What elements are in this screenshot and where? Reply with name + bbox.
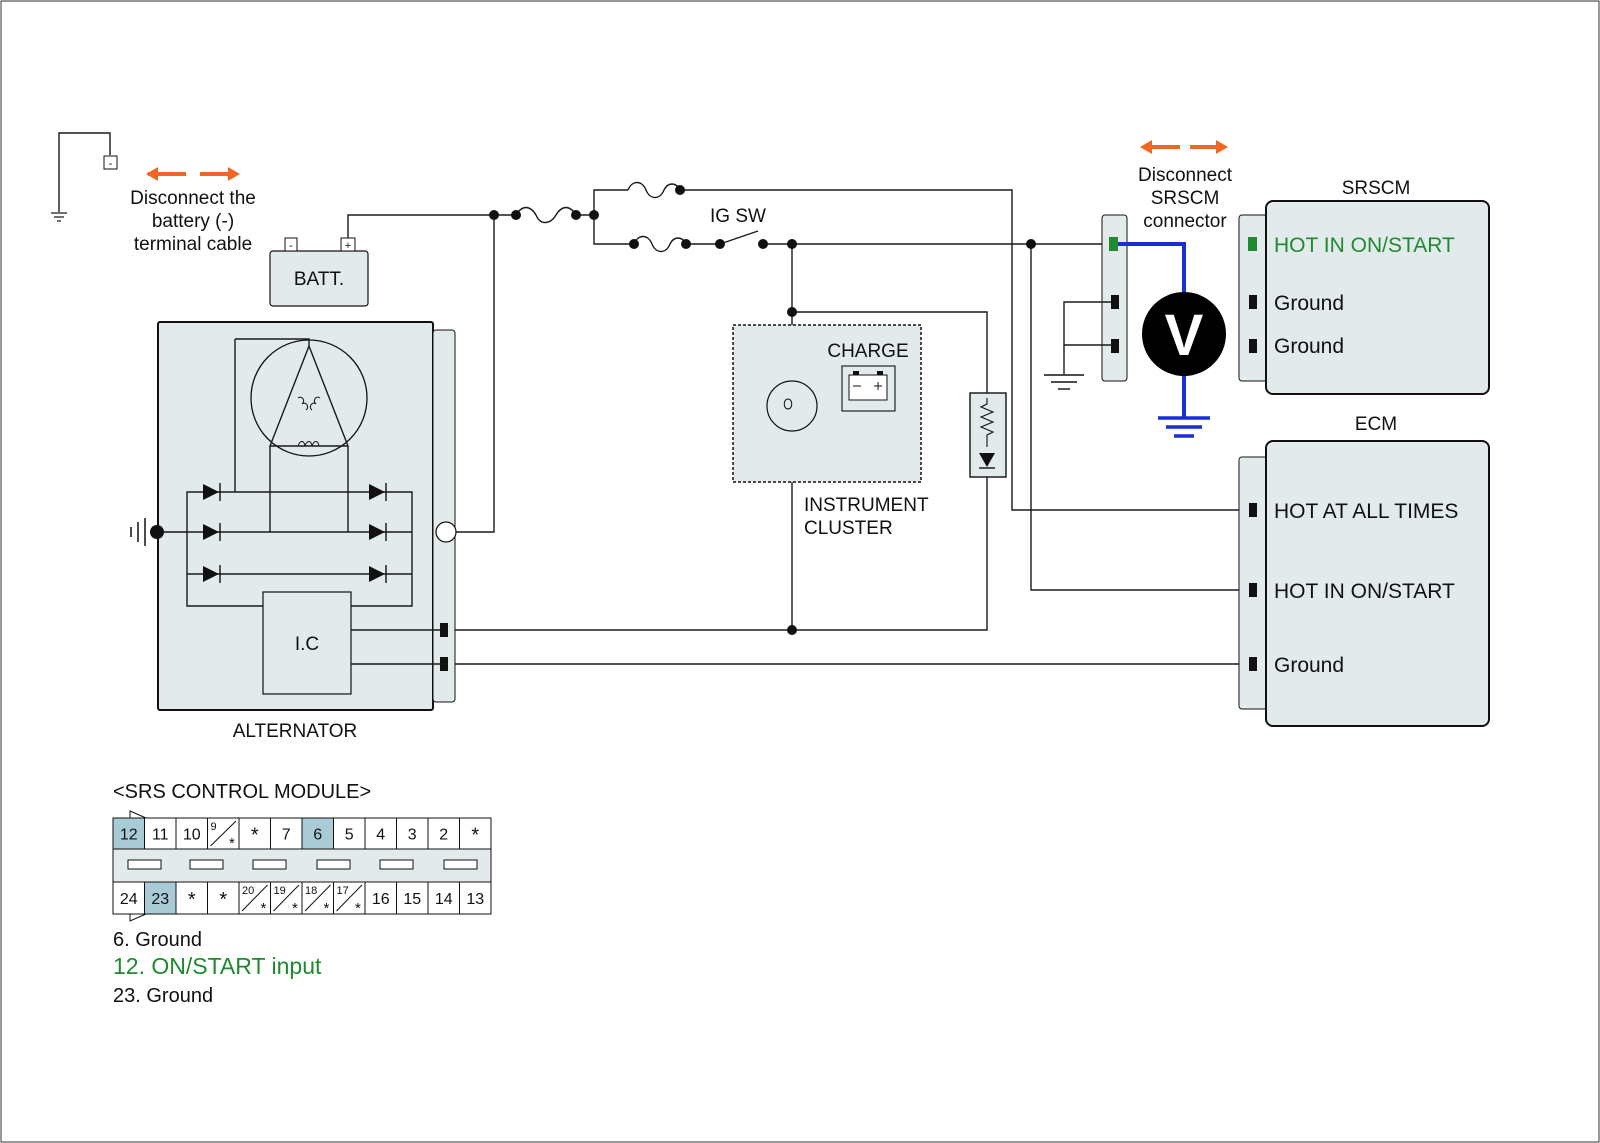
charge-label: CHARGE xyxy=(827,341,908,362)
connector-pin-star: * xyxy=(261,900,267,917)
connector-pin-cell xyxy=(175,881,208,915)
connector-pin-label: 6 xyxy=(313,827,322,844)
battery-ground-terminal: - xyxy=(51,132,118,222)
connector-pin-cell xyxy=(427,881,460,915)
connector-pin-label: 16 xyxy=(372,891,390,908)
alternator-label: ALTERNATOR xyxy=(233,721,358,742)
ecm-module xyxy=(1238,440,1490,727)
connector-pin-cell xyxy=(270,817,303,850)
srscm-module xyxy=(1238,200,1490,395)
connector-pin-slash xyxy=(241,884,268,912)
battery-label: BATT. xyxy=(294,269,344,290)
legend-item: 12. ON/START input xyxy=(113,953,322,979)
instrument-cluster-label-line-1: INSTRUMENT xyxy=(804,495,929,516)
connector-pin-label: 14 xyxy=(435,891,453,908)
connector-pin-cell xyxy=(175,817,208,850)
connector-pin-number: 9 xyxy=(211,821,217,833)
voltmeter-label: V xyxy=(1165,303,1204,368)
ecm-pin-hot-at-all-times: HOT AT ALL TIMES xyxy=(1274,500,1458,523)
connector-pin-star: * xyxy=(229,835,235,852)
ground-terminal-minus-label: - xyxy=(109,158,113,170)
battery-instruction-line-3: terminal cable xyxy=(134,234,252,255)
connector-pin-label: 15 xyxy=(403,891,421,908)
connector-pin-cell xyxy=(144,881,177,915)
srscm-instruction-line-1: Disconnect xyxy=(1138,165,1233,186)
connector-pin-cell xyxy=(364,817,397,850)
connector-pin-cell xyxy=(144,817,177,850)
connector-pin-slash xyxy=(273,884,300,912)
srscm-title: SRSCM xyxy=(1342,178,1411,199)
ecm-pin-ground: Ground xyxy=(1274,654,1344,677)
b-plus-terminal xyxy=(435,521,457,543)
srscm-instruction-line-3: connector xyxy=(1143,211,1227,232)
ecm-title: ECM xyxy=(1355,414,1397,435)
legend-item: 23. Ground xyxy=(113,985,213,1007)
connector-pin-label: 2 xyxy=(439,827,448,844)
ic-label: I.C xyxy=(295,634,319,655)
connector-pin-label: 23 xyxy=(151,891,169,908)
junction-nodes xyxy=(489,185,1036,635)
connector-pin-unused: * xyxy=(471,825,479,847)
connector-pin-number: 18 xyxy=(305,885,317,897)
connector-pin-unused: * xyxy=(188,889,196,911)
instrument-cluster: CHARGE xyxy=(732,324,922,483)
battery-disconnect-arrows xyxy=(146,167,240,181)
connector-face: 12 11 10 9 * * 7 6 5 4 3 2 * 24 23 * * 20 * 19 * 18 * 17 * 16 15 1… xyxy=(112,810,492,922)
resistor-diode xyxy=(969,392,1007,478)
ecm-pin-hot-in-on-start: HOT IN ON/START xyxy=(1274,580,1455,603)
connector-pin-cell xyxy=(459,881,492,915)
connector-pin-unused: * xyxy=(251,825,259,847)
connector-pin-cell xyxy=(112,817,145,850)
connector-pin-cell xyxy=(396,881,429,915)
connector-pin-slash xyxy=(210,820,237,847)
srscm-pin-hot-in-on-start: HOT IN ON/START xyxy=(1274,234,1455,257)
ig-sw-label: IG SW xyxy=(710,206,766,227)
legend-item: 6. Ground xyxy=(113,929,202,951)
connector-pin-slash xyxy=(336,884,363,912)
voltmeter-icon xyxy=(1142,292,1226,376)
connector-pin-star: * xyxy=(355,900,361,917)
connector-pin-unused: * xyxy=(219,889,227,911)
connector-pin-number: 19 xyxy=(274,885,286,897)
connector-pin-cell xyxy=(207,881,240,915)
connector-pin-label: 10 xyxy=(183,827,201,844)
harness-connector xyxy=(1044,214,1128,390)
connector-pin-label: 11 xyxy=(152,827,169,844)
connector-pin-number: 20 xyxy=(242,885,254,897)
instrument-cluster-label-line-2: CLUSTER xyxy=(804,518,893,539)
connector-pin-label: 7 xyxy=(282,827,291,844)
battery-plus-label: + xyxy=(345,240,351,252)
stator-icon xyxy=(250,339,368,457)
connector-pin-label: 24 xyxy=(120,891,138,908)
srscm-disconnect-arrows xyxy=(1140,140,1228,154)
connector-pin-star: * xyxy=(292,900,298,917)
ic-regulator xyxy=(262,591,352,695)
connector-pin-label: 3 xyxy=(408,827,417,844)
connector-pin-label: 5 xyxy=(345,827,354,844)
connector-pin-cell xyxy=(459,817,492,850)
connector-pin-slash xyxy=(304,884,331,912)
battery-minus-label: - xyxy=(289,240,293,252)
battery-instruction-line-1: Disconnect the xyxy=(130,188,256,209)
voltmeter: V xyxy=(1118,242,1226,438)
connector-pin-cell xyxy=(301,817,334,850)
connector-pin-label: 13 xyxy=(466,891,484,908)
connector-pin-star: * xyxy=(324,900,330,917)
srscm-pin-ground-2: Ground xyxy=(1274,335,1344,358)
connector-pin-cell xyxy=(364,881,397,915)
alternator: I.C xyxy=(130,321,457,711)
battery: - + BATT. xyxy=(269,237,369,307)
connector-pin-label: 12 xyxy=(120,827,138,844)
srscm-pin-ground-1: Ground xyxy=(1274,292,1344,315)
connector-pin-number: 17 xyxy=(337,885,349,897)
battery-instruction-line-2: battery (-) xyxy=(152,211,234,232)
connector-title: <SRS CONTROL MODULE> xyxy=(113,781,371,803)
srscm-instruction-line-2: SRSCM xyxy=(1151,188,1220,209)
connector-pin-cell xyxy=(396,817,429,850)
connector-pin-label: 4 xyxy=(376,827,385,844)
